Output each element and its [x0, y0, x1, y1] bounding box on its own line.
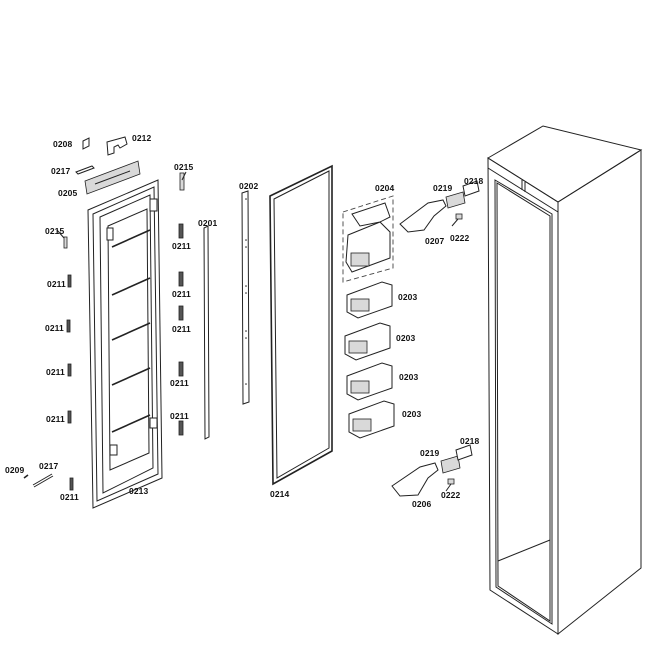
part-label-0201: 0201 — [198, 218, 218, 228]
part-label-0212: 0212 — [132, 133, 152, 143]
part-label-0218: 0218 — [460, 436, 480, 446]
door-bins-0203 — [344, 281, 395, 439]
part-label-0203: 0203 — [399, 372, 419, 382]
part-label-0211: 0211 — [45, 323, 64, 333]
rail-0202 — [241, 190, 250, 405]
part-label-0202: 0202 — [239, 181, 259, 191]
part-label-0211: 0211 — [172, 241, 191, 251]
part-label-0217: 0217 — [39, 461, 59, 471]
part-label-0211: 0211 — [172, 324, 191, 334]
part-label-0217: 0217 — [51, 166, 71, 176]
part-label-0208: 0208 — [53, 139, 73, 149]
door-top-parts — [75, 136, 141, 195]
part-label-0215: 0215 — [45, 226, 65, 236]
part-label-0219: 0219 — [433, 183, 453, 193]
bottom-hinge-assembly — [391, 444, 473, 497]
part-label-0211: 0211 — [170, 378, 189, 388]
part-label-0204: 0204 — [375, 183, 395, 193]
part-label-0211: 0211 — [172, 289, 191, 299]
part-label-0214: 0214 — [270, 489, 290, 499]
part-label-0218: 0218 — [464, 176, 484, 186]
part-label-0211: 0211 — [46, 367, 65, 377]
part-label-0213: 0213 — [129, 486, 149, 496]
part-label-0211: 0211 — [60, 492, 79, 502]
strip-0201 — [203, 225, 210, 440]
part-label-0203: 0203 — [396, 333, 416, 343]
door-liner-0213 — [87, 179, 163, 509]
part-label-0222: 0222 — [441, 490, 461, 500]
part-label-0203: 0203 — [402, 409, 422, 419]
part-label-0205: 0205 — [58, 188, 78, 198]
leader-lines — [181, 171, 459, 492]
part-label-0219: 0219 — [420, 448, 440, 458]
part-label-0207: 0207 — [425, 236, 445, 246]
clip-0211-set — [66, 223, 184, 491]
part-label-0206: 0206 — [412, 499, 432, 509]
bottom-hinge-parts — [23, 473, 54, 488]
part-label-0215: 0215 — [174, 162, 194, 172]
part-label-0211: 0211 — [170, 411, 189, 421]
refrigerator-cabinet — [487, 125, 643, 636]
part-label-0211: 0211 — [47, 279, 66, 289]
door-gasket-0214 — [269, 164, 333, 486]
part-label-0203: 0203 — [398, 292, 418, 302]
part-label-0211: 0211 — [46, 414, 65, 424]
part-label-0222: 0222 — [450, 233, 470, 243]
clip-0215 — [56, 172, 185, 249]
part-label-0209: 0209 — [5, 465, 25, 475]
door-bin-0204 — [342, 195, 394, 283]
top-hinge-assembly — [399, 180, 480, 233]
